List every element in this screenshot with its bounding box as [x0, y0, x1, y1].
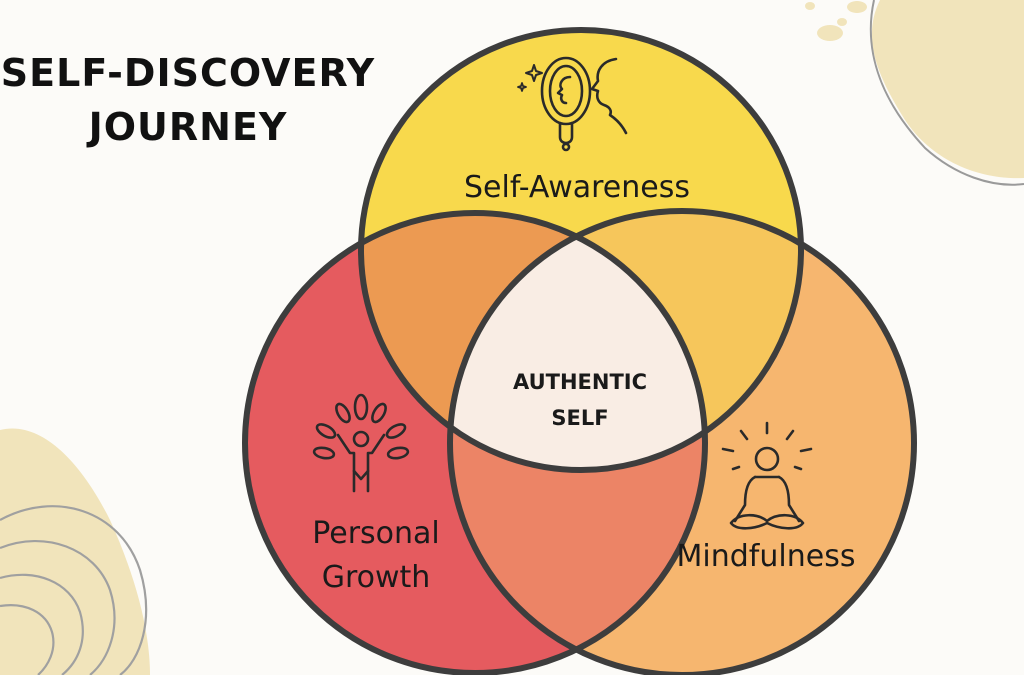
decor-line-top-right	[869, 0, 1024, 186]
decor-bottom-left	[0, 428, 150, 675]
decor-dot	[805, 2, 815, 10]
mirror-face-icon	[517, 56, 628, 152]
outline-mindfulness	[447, 208, 917, 675]
decor-swirl	[0, 604, 55, 675]
decor-blob-bottom-left	[0, 428, 150, 675]
circle-outlines	[242, 27, 917, 675]
title-line-2: JOURNEY	[86, 105, 288, 149]
label-mindfulness: Mindfulness	[677, 539, 856, 574]
decor-swirl	[0, 573, 84, 675]
decor-dot	[847, 1, 867, 13]
decor-dot	[837, 18, 847, 26]
title-line-1: SELF-DISCOVERY	[1, 51, 375, 95]
outline-personal-growth	[242, 210, 708, 675]
label-self-awareness: Self-Awareness	[464, 170, 690, 205]
decor-swirl	[0, 540, 116, 675]
label-personal-growth-line-1: Personal	[312, 516, 440, 551]
growth-tree-person-icon	[312, 393, 410, 493]
decor-swirl	[0, 505, 148, 675]
decor-blob-top-right	[871, 0, 1024, 179]
center-label-line-2: SELF	[551, 406, 608, 430]
label-personal-growth-line-2: Growth	[322, 560, 431, 595]
outline-self-awareness	[358, 27, 804, 473]
center-label-line-1: AUTHENTIC	[513, 370, 647, 394]
decor-dot	[817, 25, 843, 41]
decor-top-right	[805, 0, 1024, 186]
meditation-icon	[721, 421, 813, 530]
